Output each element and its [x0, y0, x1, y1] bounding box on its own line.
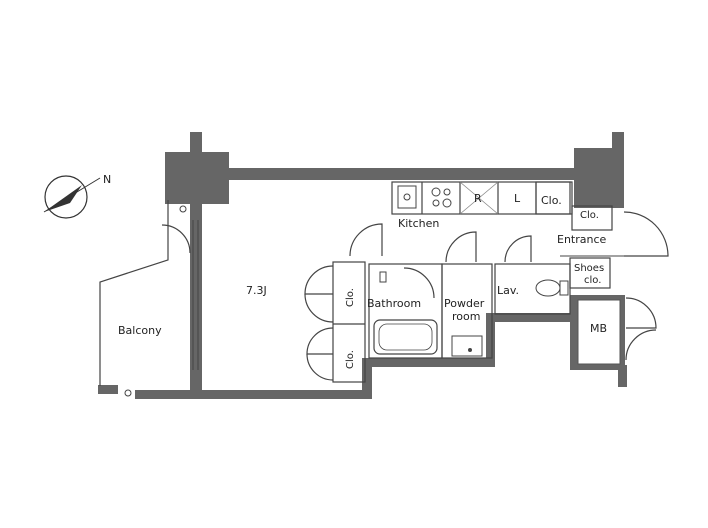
bathroom-door: [403, 267, 435, 299]
compass-axis: [43, 177, 101, 213]
lav-door: [504, 235, 532, 263]
wall-bottom-step2: [486, 313, 495, 367]
room-label-closet-kitchen: Clo.: [541, 194, 562, 207]
powder-door: [445, 231, 477, 263]
sink-drain-icon: [403, 193, 411, 201]
wall-column-top-stub: [190, 132, 202, 154]
shower-icon: [379, 271, 387, 283]
balcony-outline: [99, 200, 199, 397]
entrance-door: [623, 211, 669, 257]
closet-door-upper: [304, 265, 334, 295]
wall-bottom-right: [486, 313, 570, 322]
shoes-closet-box: [569, 257, 611, 289]
room-labels: Balcony 7.3J Kitchen R L Clo. Clo. Entra…: [118, 192, 607, 369]
wall-bottom-left: [135, 390, 370, 399]
compass-needle-icon: [44, 185, 82, 212]
room-label-powder-2: room: [452, 310, 480, 323]
stove-burner-icon-2: [442, 198, 452, 208]
compass-ring: [44, 175, 88, 219]
room-label-powder-1: Powder: [444, 297, 485, 310]
closet-kitchen-box: [535, 181, 571, 215]
room-label-closet-upper: Clo.: [345, 288, 356, 307]
room-label-bathroom: Bathroom: [367, 297, 421, 310]
balcony-railing: [99, 200, 169, 386]
stove-burner-icon: [431, 187, 441, 197]
closet-entrance-box: [571, 205, 613, 231]
wall-bottom-step: [362, 358, 372, 399]
wall-column-right-stub: [612, 132, 624, 152]
mb-inner: [577, 299, 621, 365]
room-label-shoes-2: clo.: [584, 275, 601, 286]
toilet-icon: [535, 279, 561, 297]
room-label-shoes-1: Shoes: [574, 263, 604, 274]
wall-bottom-bath: [362, 358, 492, 367]
room-label-closet-entrance: Clo.: [580, 210, 599, 221]
closet-door-upper2: [304, 293, 334, 323]
drain-icon: [179, 205, 187, 213]
lav-box: [494, 263, 571, 315]
wall-left: [190, 204, 202, 399]
room-label-mb: MB: [590, 322, 607, 335]
walls: [98, 132, 627, 399]
wall-top: [229, 168, 574, 180]
washbasin-icon: [451, 335, 483, 357]
powder-room-box: [441, 263, 493, 359]
stove-burner-icon-4: [443, 188, 451, 196]
wall-right-stub: [618, 365, 627, 387]
fridge-cross-b: [459, 181, 499, 215]
closet-door-lower: [306, 327, 334, 355]
bathtub-icon: [373, 319, 438, 355]
wall-balcony-foot2: [183, 390, 202, 399]
compass-north-label: N: [103, 173, 111, 186]
wall-balcony-foot: [98, 385, 118, 394]
toilet-tank-icon: [559, 280, 569, 296]
drain-icon-2: [124, 389, 132, 397]
mb-door-2: [625, 329, 657, 361]
washbasin-drain-icon: [468, 348, 472, 352]
kitchen-door: [349, 223, 383, 257]
room-label-entrance: Entrance: [557, 233, 607, 246]
closet-door-lower2: [306, 353, 334, 381]
room-label-l: L: [514, 192, 521, 205]
room-label-fridge: R: [474, 192, 482, 205]
room-label-living: 7.3J: [246, 284, 267, 297]
room-label-kitchen: Kitchen: [398, 217, 439, 230]
compass: N: [43, 173, 111, 219]
wall-column-right: [574, 148, 624, 208]
sink-icon: [397, 185, 417, 209]
stove-burner-icon-3: [432, 199, 440, 207]
partitions: [304, 181, 669, 383]
room-label-closet-lower: Clo.: [345, 350, 356, 369]
room-label-lav: Lav.: [497, 284, 519, 297]
bathtub-inner: [378, 323, 433, 351]
wall-column-left: [165, 152, 229, 204]
room-label-balcony: Balcony: [118, 324, 162, 337]
balcony-door-swing: [161, 224, 191, 254]
mb-door-1: [625, 297, 657, 329]
kitchen-counter: [391, 181, 573, 215]
